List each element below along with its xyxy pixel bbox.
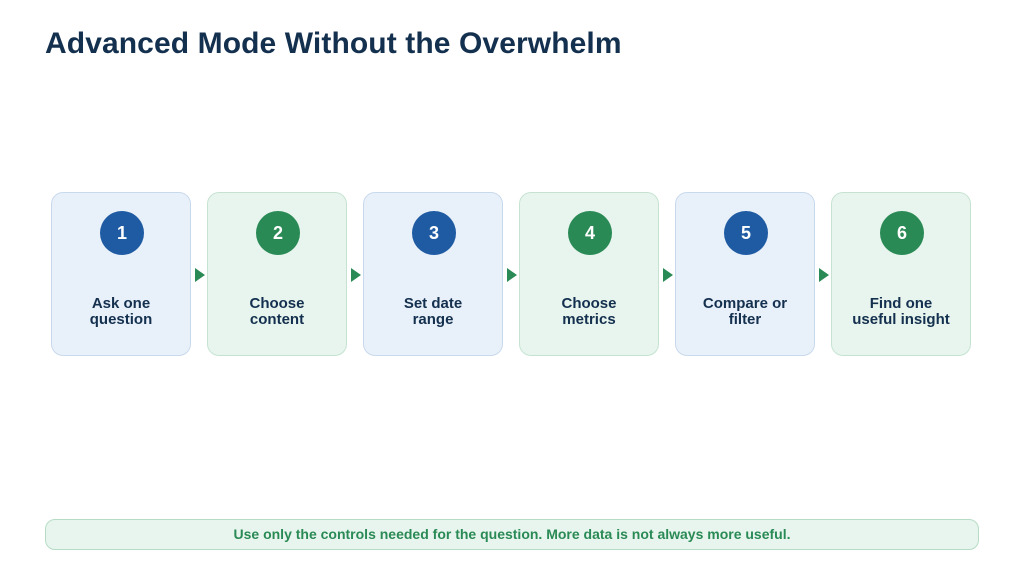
footer-note: Use only the controls needed for the que…	[45, 519, 979, 550]
step-number-badge: 4	[568, 211, 612, 255]
page-title: Advanced Mode Without the Overwhelm	[45, 27, 622, 60]
step-number-badge: 1	[100, 211, 144, 255]
arrow-right-icon	[819, 268, 829, 282]
arrow-right-icon	[195, 268, 205, 282]
arrow-right-icon	[663, 268, 673, 282]
step-number-badge: 6	[880, 211, 924, 255]
arrow-right-icon	[351, 268, 361, 282]
step-number-badge: 2	[256, 211, 300, 255]
step-number-badge: 3	[412, 211, 456, 255]
arrow-right-icon	[507, 268, 517, 282]
step-number-badge: 5	[724, 211, 768, 255]
